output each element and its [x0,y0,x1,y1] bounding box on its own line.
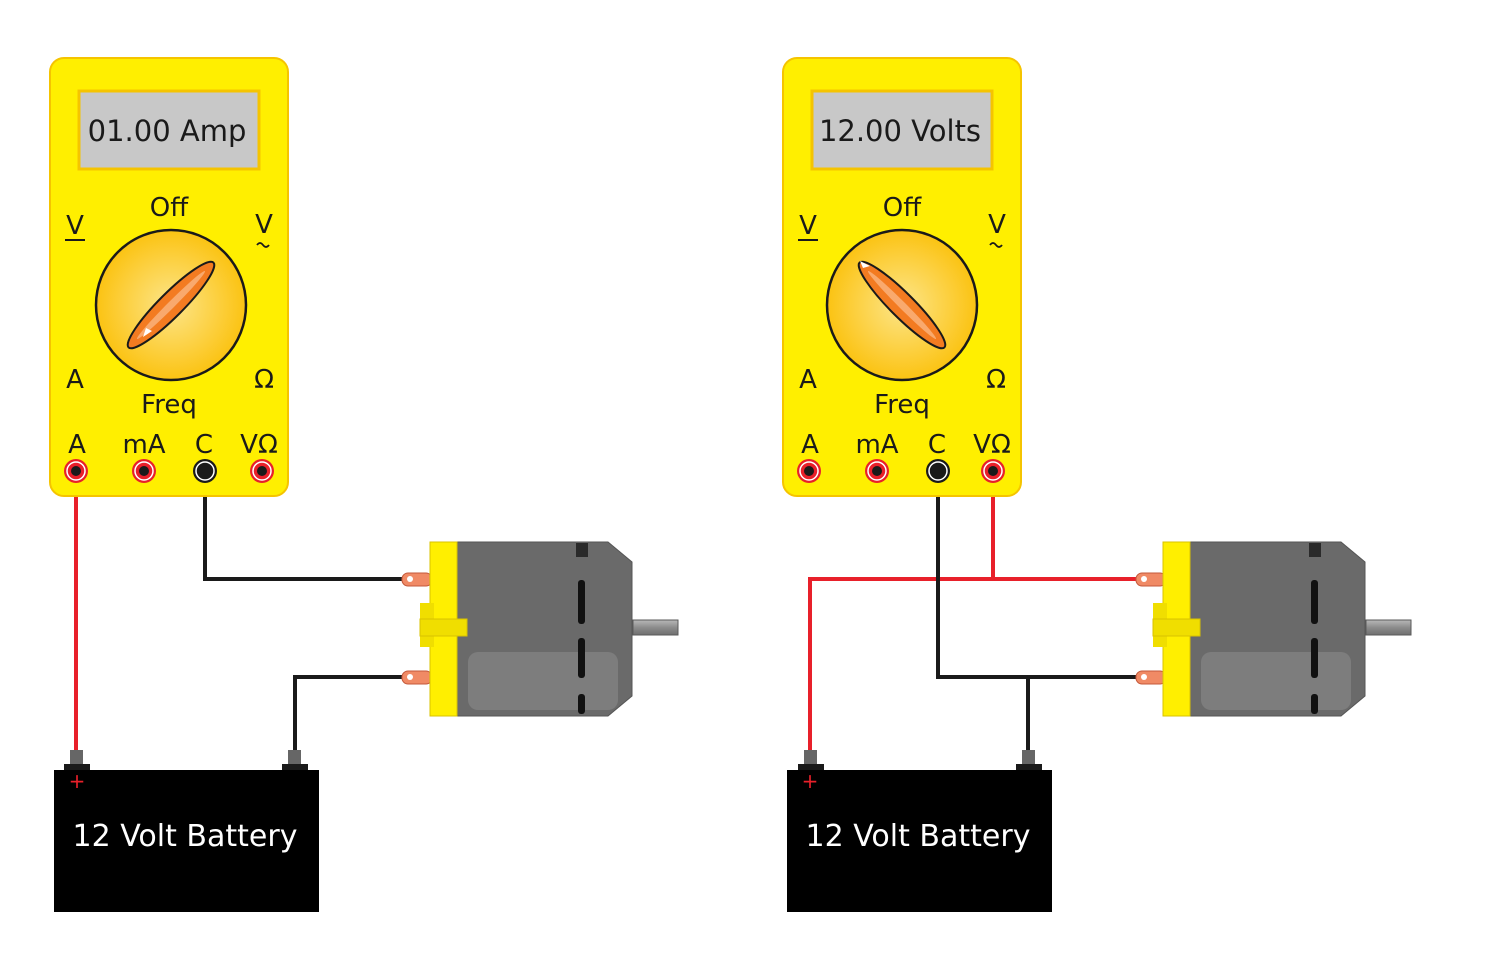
right-jack-ma-label: mA [855,430,898,460]
left-motor-shaft [632,619,679,636]
left-dial-amps-label: A [66,365,84,395]
left-selector-dial[interactable] [94,228,248,382]
left-jack-vohm[interactable] [250,459,274,483]
right-jack-ma[interactable] [865,459,889,483]
left-dial-freq-label: Freq [141,390,197,420]
left-battery-body [54,770,319,912]
tilde-icon [256,242,270,248]
right-dial-off-label: Off [883,193,922,223]
tilde-icon [989,242,1003,248]
left-battery-label: 12 Volt Battery [73,819,298,854]
left-multimeter: 01.00 Amp Off Freq V V A Ω A mA C VΩ [49,57,289,497]
left-circuit: 01.00 Amp Off Freq V V A Ω A mA C VΩ [49,57,679,912]
right-battery-label: 12 Volt Battery [806,819,1031,854]
right-meter-display [810,89,994,171]
right-black-wire-meter-to-motor [936,472,1136,679]
right-display-reading: 12.00 Volts [819,114,981,148]
right-jack-c[interactable] [926,459,950,483]
left-black-wire-battery-to-motor [293,675,402,752]
right-selector-dial[interactable] [825,228,979,382]
svg-text:V: V [66,211,84,241]
left-dial-ohms-label: Ω [254,365,274,395]
left-battery-plus: + [69,769,86,793]
left-dc-motor [401,541,679,717]
svg-text:V: V [255,210,273,240]
right-battery-plus: + [802,769,819,793]
right-motor-shaft [1365,619,1412,636]
right-jack-a[interactable] [797,459,821,483]
right-jack-vohm[interactable] [981,459,1005,483]
right-jack-vohm-label: VΩ [973,430,1011,460]
right-battery: + 12 Volt Battery [787,750,1052,912]
right-multimeter: 12.00 Volts Off Freq V V A Ω A mA C [782,57,1022,497]
left-jack-a[interactable] [64,459,88,483]
svg-text:V: V [988,210,1006,240]
left-battery: + 12 Volt Battery [54,750,319,912]
left-dial-off-label: Off [150,193,189,223]
left-meter-display [77,89,261,171]
left-ac-volts-label: V [255,210,273,248]
right-jack-a-label: A [801,430,819,460]
left-display-reading: 01.00 Amp [88,114,247,148]
left-jack-c-label: C [195,430,213,460]
left-jack-ma[interactable] [132,459,156,483]
right-circuit: 12.00 Volts Off Freq V V A Ω A mA C [782,57,1412,912]
right-battery-body [787,770,1052,912]
left-wires [74,472,402,752]
left-jack-vohm-label: VΩ [240,430,278,460]
left-jack-ma-label: mA [122,430,165,460]
right-dial-amps-label: A [799,365,817,395]
right-jack-c-label: C [928,430,946,460]
left-jack-a-label: A [68,430,86,460]
right-wires [808,472,1136,752]
right-ac-volts-label: V [988,210,1006,248]
right-red-wire-to-battery [808,577,1136,752]
right-dc-volts-label: V [798,211,818,241]
left-black-wire-meter-to-motor [203,472,402,581]
svg-text:V: V [799,211,817,241]
left-jack-c[interactable] [193,459,217,483]
right-dial-ohms-label: Ω [986,365,1006,395]
left-dc-volts-label: V [65,211,85,241]
right-dc-motor [1135,541,1412,717]
right-dial-freq-label: Freq [874,390,930,420]
